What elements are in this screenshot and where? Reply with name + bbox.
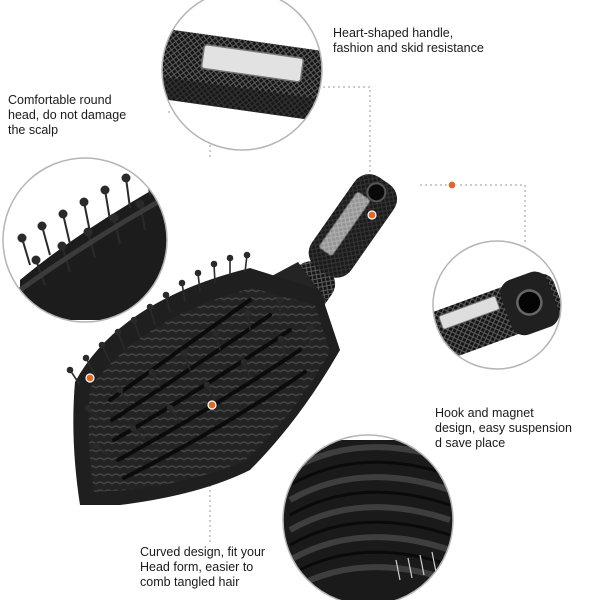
callout-head-text: Comfortable round head, do not damage th… <box>8 93 127 137</box>
zoom-lens-curved <box>282 434 454 600</box>
zoom-lens-hook <box>432 240 562 370</box>
callout-curved-text: Curved design, fit your Head form, easie… <box>140 545 266 589</box>
callout-hook-text: Hook and magnet design, easy suspension … <box>435 406 572 450</box>
callout-handle-text: Heart-shaped handle, fashion and skid re… <box>333 26 484 55</box>
main-brush <box>66 174 457 505</box>
zoom-lens-handle <box>161 0 323 151</box>
zoom-lens-head <box>2 157 168 323</box>
